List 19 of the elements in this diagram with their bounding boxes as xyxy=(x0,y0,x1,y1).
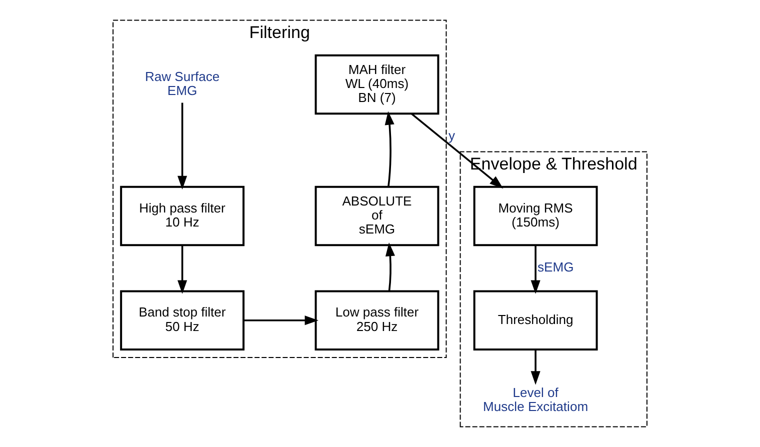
node-box: Low pass filter 250 Hz xyxy=(314,290,440,350)
node-text: Level of Muscle Excitatiom xyxy=(483,385,588,414)
arrow xyxy=(178,102,188,190)
node-box: Thresholding xyxy=(473,290,598,350)
arrow xyxy=(530,350,540,385)
arrow xyxy=(178,245,188,294)
edge-label: sEMG xyxy=(538,260,574,275)
node-box: Band stop filter 50 Hz xyxy=(120,290,245,350)
node-box: ABSOLUTE of sEMG xyxy=(314,186,440,246)
edge-label: y xyxy=(448,128,456,144)
arrow xyxy=(384,111,394,187)
node-box: High pass filter 10 Hz xyxy=(120,186,245,246)
arrow xyxy=(244,316,318,326)
arrow xyxy=(385,242,395,292)
arrow xyxy=(411,113,504,189)
node-box: Moving RMS (150ms) xyxy=(473,186,598,246)
node-text: Raw Surface EMG xyxy=(144,68,220,98)
node-box: MAH filter WL (40ms) BN (7) xyxy=(314,54,440,115)
arrow xyxy=(530,245,540,294)
